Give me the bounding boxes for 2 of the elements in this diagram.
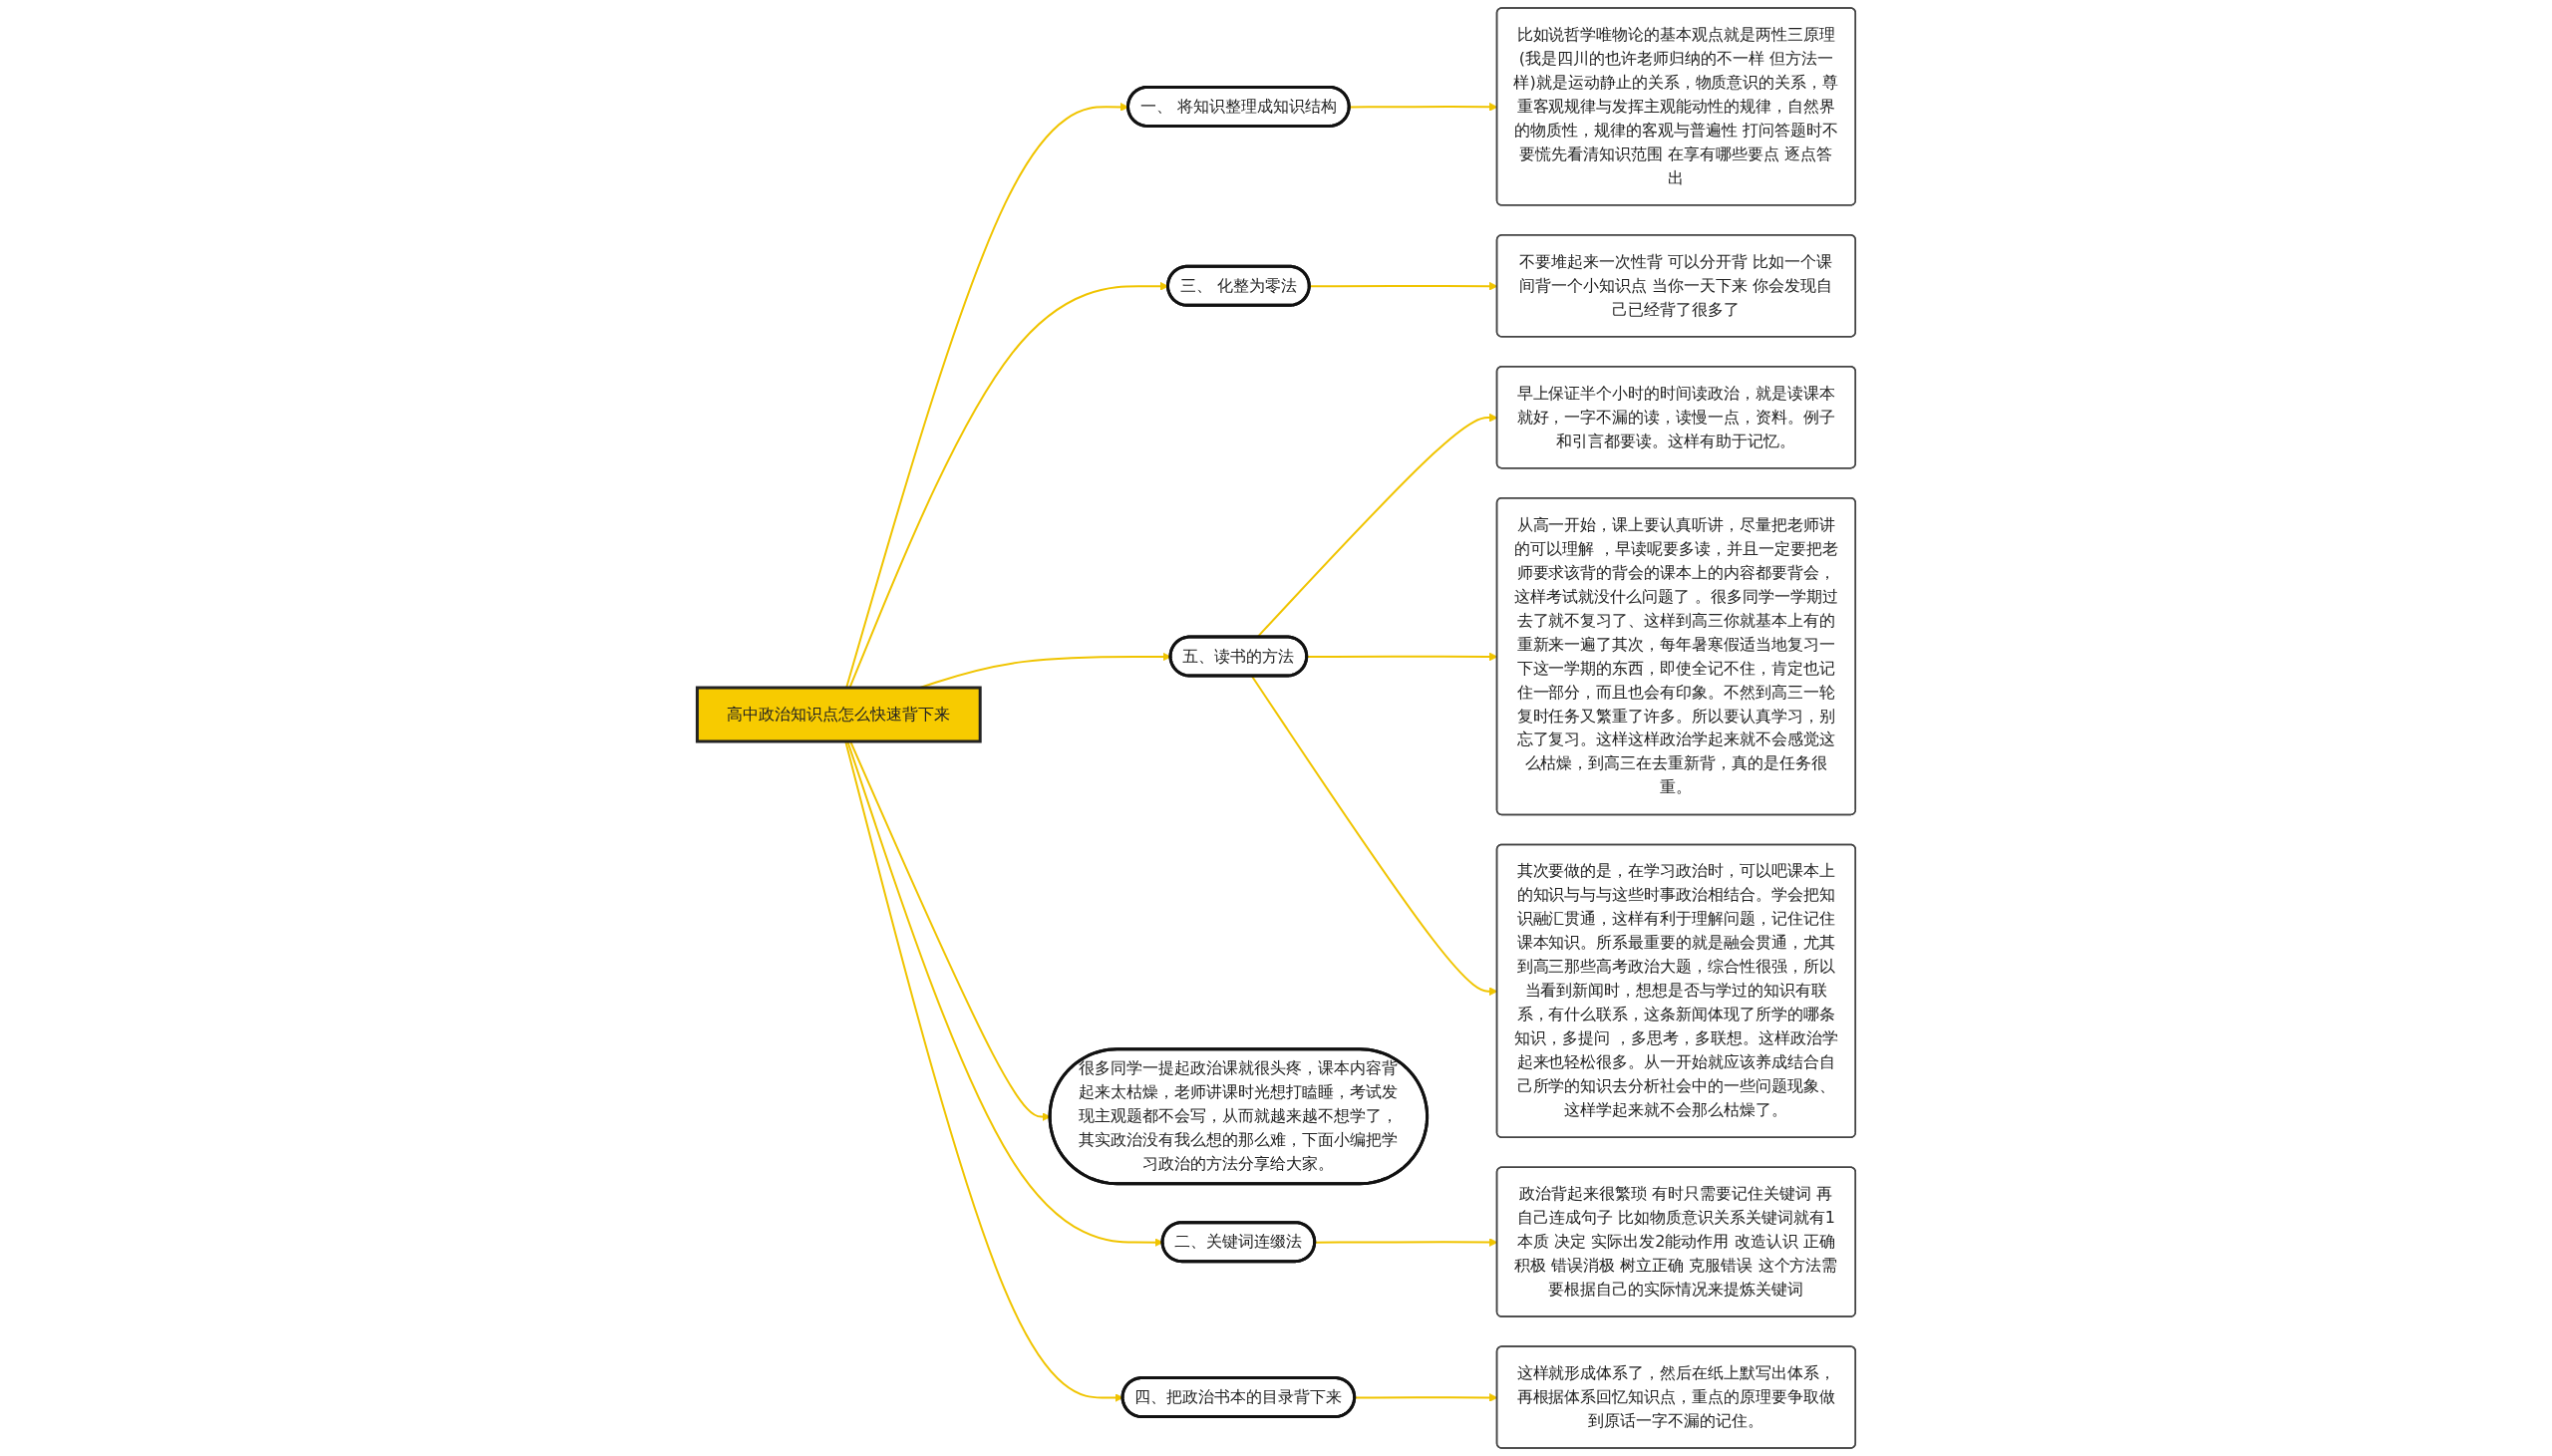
node-box: 高中政治知识点怎么快速背下来 — [695, 686, 982, 743]
arrow — [843, 740, 1123, 1402]
